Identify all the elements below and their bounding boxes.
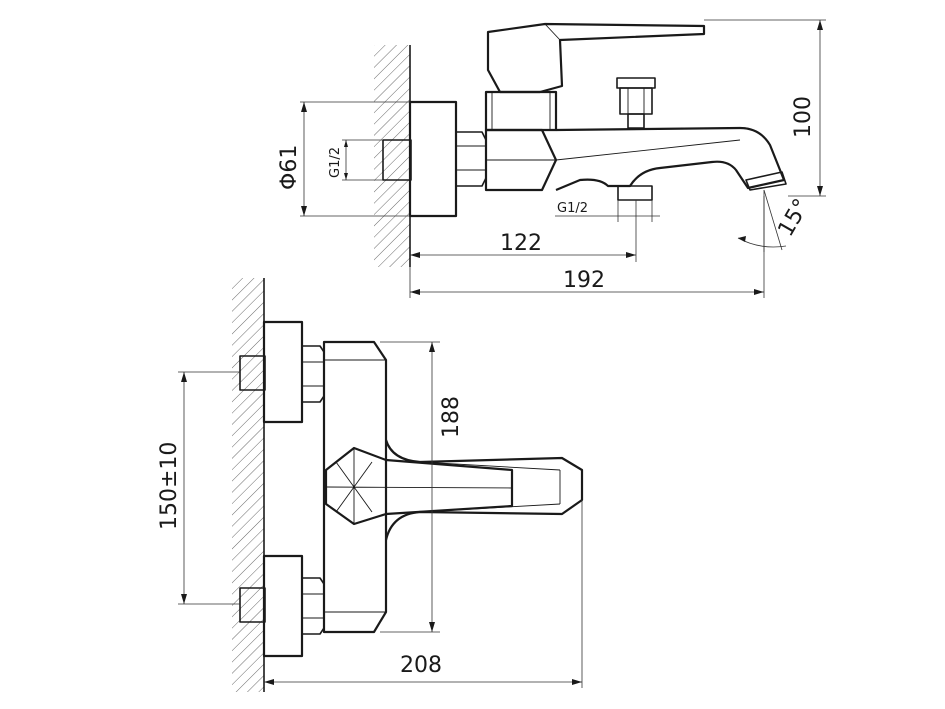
escutcheon-flange [408,100,458,218]
lever-cap-diamond [324,446,514,526]
shower-outlet [617,185,653,201]
label-150: 150±10 [157,442,182,530]
hex-nut-lower [301,577,325,635]
spout-side [555,126,786,192]
label-100: 100 [791,96,816,138]
cartridge-neck [484,90,558,132]
plan-view: 188 150±10 208 [157,278,584,692]
label-phi61: Φ61 [277,145,302,190]
label-15deg: 15° [774,195,815,241]
wall-hatch-bottom [232,278,264,692]
label-192: 192 [563,268,605,293]
flange-upper [262,320,304,424]
flange-lower [262,554,304,658]
aerator [745,171,787,191]
label-208: 208 [400,653,442,678]
label-g12-inlet: G1/2 [328,147,343,178]
spout-plan [384,439,584,541]
wall-hatch-top [374,45,410,267]
lever-handle-side [486,22,706,94]
hex-nut-upper [301,345,325,403]
label-g12-outlet: G1/2 [557,201,588,216]
hex-nut-top [455,131,487,187]
diverter-knob [616,77,656,89]
label-188: 188 [439,396,464,438]
label-122: 122 [500,231,542,256]
side-view: Φ61 G1/2 G1/2 122 192 100 [277,19,826,298]
